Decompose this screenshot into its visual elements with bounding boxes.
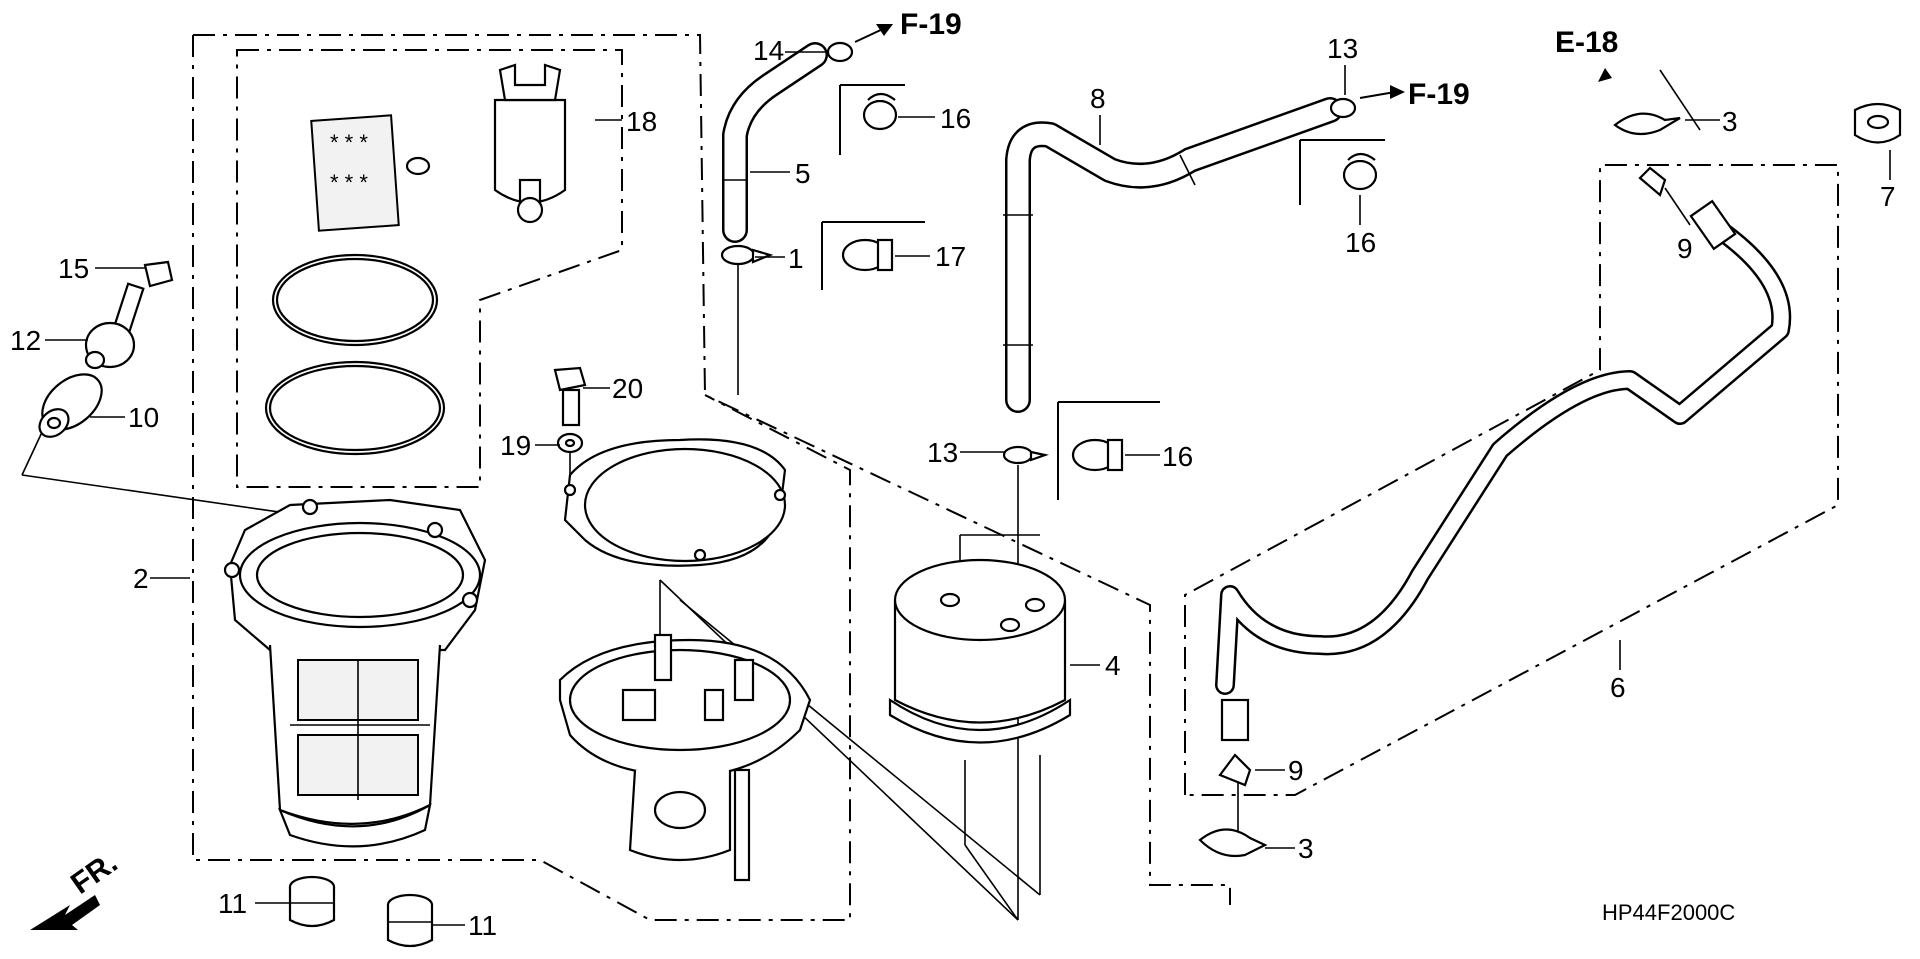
clamp-16-right <box>1342 152 1378 191</box>
callout-15: 15 <box>58 253 89 284</box>
grommet-11-left <box>288 875 336 928</box>
front-arrow-icon <box>30 895 100 930</box>
strainer-housing <box>223 498 487 848</box>
callout-2: 2 <box>133 563 149 594</box>
leader-line <box>964 844 1019 921</box>
fuel-pump <box>558 633 812 882</box>
callout-3: 3 <box>1298 833 1314 864</box>
diagram-code: HP44F2000C <box>1602 900 1735 925</box>
callout-14: 14 <box>753 35 784 66</box>
callout-16: 16 <box>940 103 971 134</box>
callout-9: 9 <box>1288 755 1304 786</box>
callout-13: 13 <box>1327 33 1358 64</box>
callout-6: 6 <box>1610 672 1626 703</box>
callout-18: 18 <box>626 106 657 137</box>
clamp-14 <box>826 41 854 63</box>
hose-8 <box>1003 97 1343 413</box>
clamp-13-upper <box>1329 97 1357 119</box>
ref-f19-right: F-19 <box>1408 78 1470 111</box>
callout-10: 10 <box>128 402 159 433</box>
callout-5: 5 <box>795 158 811 189</box>
pump-gasket <box>563 438 787 567</box>
clamp-16-middle <box>1071 438 1124 472</box>
washer-19 <box>556 432 584 454</box>
clip-3-bottom <box>1198 828 1268 858</box>
bracket-line <box>1299 139 1385 205</box>
callout-17: 17 <box>935 241 966 272</box>
clamp-13-lower <box>1002 445 1050 465</box>
arrow-f19-left <box>854 27 886 43</box>
grommet-7 <box>1853 102 1902 144</box>
callout-11: 11 <box>468 910 497 941</box>
callout-8: 8 <box>1090 83 1106 114</box>
assembly-boundary-inner <box>236 49 623 488</box>
ref-e18: E-18 <box>1555 26 1618 59</box>
leader-line <box>659 579 1019 921</box>
callout-3: 3 <box>1722 106 1738 137</box>
arrow-head-icon <box>1598 68 1612 82</box>
callout-20: 20 <box>612 373 643 404</box>
clip-9-bottom <box>1218 753 1252 787</box>
arrow-head-icon <box>876 24 893 36</box>
pipe-6 <box>1215 199 1792 742</box>
front-marker: FR. <box>65 846 124 901</box>
callout-12: 12 <box>10 325 41 356</box>
leader-line <box>21 474 301 516</box>
canister-4 <box>888 558 1072 744</box>
ref-f19-left: F-19 <box>900 8 962 41</box>
bracket-line <box>821 221 925 290</box>
grommet-11-right <box>386 893 434 948</box>
clip-9-top <box>1638 166 1667 197</box>
bracket-line <box>1057 401 1160 500</box>
callout-19: 19 <box>500 430 531 461</box>
arrow-head-icon <box>1390 85 1405 99</box>
callout-9: 9 <box>1677 233 1693 264</box>
hose-5 <box>722 42 828 243</box>
bracket-line <box>839 84 905 155</box>
callout-11: 11 <box>218 888 247 919</box>
assembly-boundary-left <box>192 34 1231 921</box>
svg-text:* * *: * * * <box>330 170 368 195</box>
callout-1: 1 <box>788 243 804 274</box>
callout-7: 7 <box>1880 181 1896 212</box>
clamp-16-left <box>862 92 898 131</box>
svg-text:* * *: * * * <box>330 130 368 155</box>
grommet-10 <box>38 373 103 438</box>
assembly-boundary-right <box>1184 164 1839 796</box>
bolt-20 <box>553 366 587 427</box>
leader-line <box>1664 187 1691 226</box>
callout-16: 16 <box>1345 227 1376 258</box>
arrow-f19-right <box>1359 91 1396 99</box>
collar-12 <box>84 321 136 370</box>
callout-4: 4 <box>1105 650 1121 681</box>
clamp-1 <box>720 244 774 266</box>
clip-3-top <box>1613 112 1681 136</box>
clamp-17 <box>841 238 894 272</box>
bolt-15 <box>111 260 174 338</box>
callout-13: 13 <box>927 437 958 468</box>
filter-kit: * * * * * * <box>264 63 567 456</box>
callout-16: 16 <box>1162 441 1193 472</box>
